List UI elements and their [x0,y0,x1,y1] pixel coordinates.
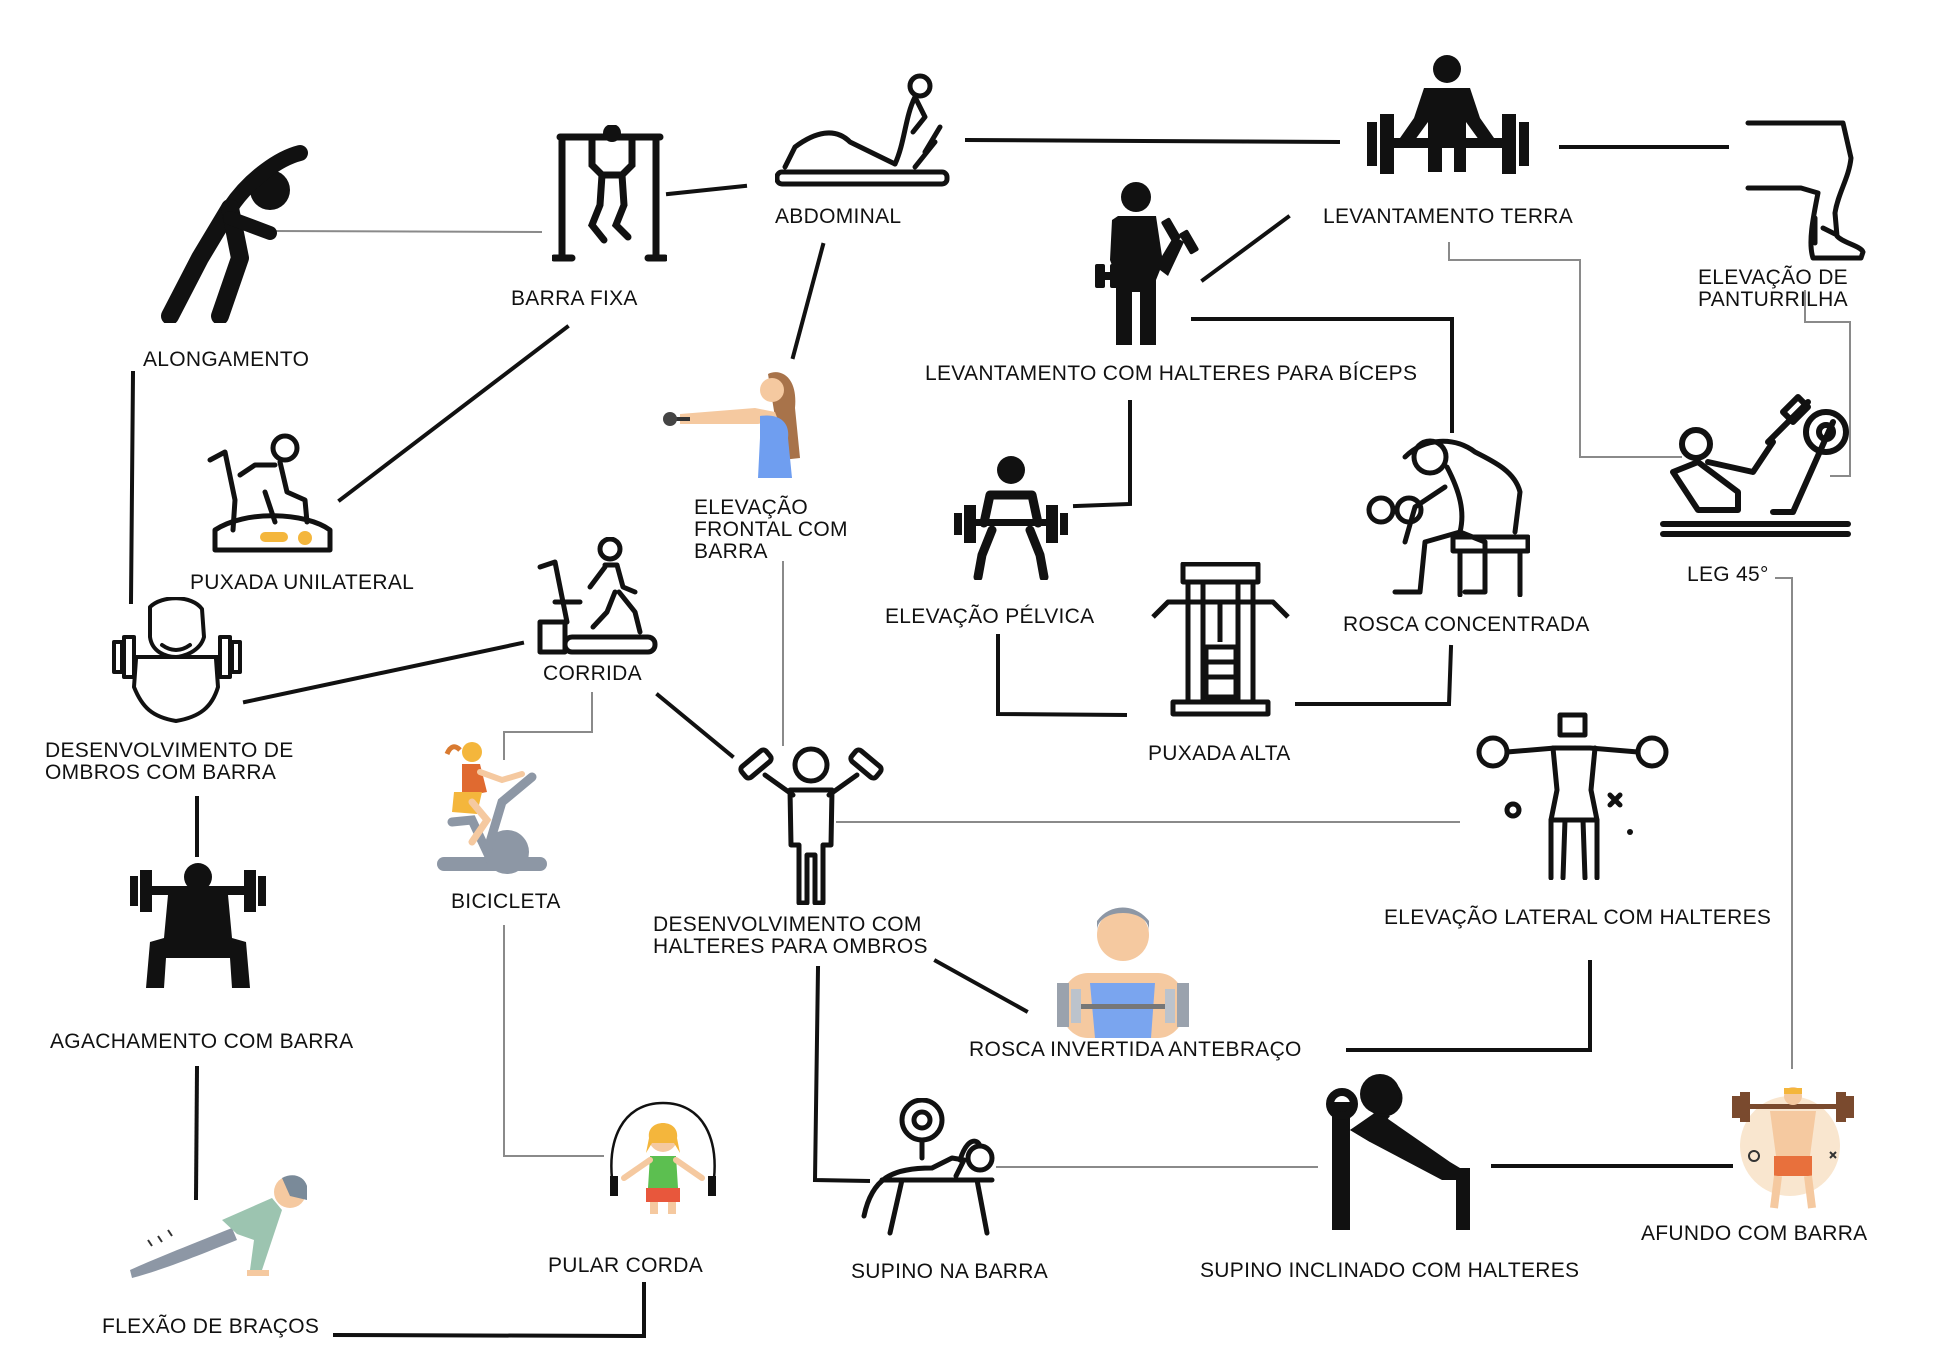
label-leg-45: LEG 45° [1687,563,1769,586]
lunge-barbell-icon [1730,1086,1856,1212]
thin-connector [503,925,604,1157]
shoulder-press-barbell-icon [112,597,242,723]
treadmill-icon [535,537,660,657]
label-supino-inclinado: SUPINO INCLINADO COM HALTERES [1200,1259,1580,1282]
connector [332,1282,646,1339]
label-corrida: CORRIDA [543,662,642,685]
connector [1191,317,1454,433]
connector [242,640,525,705]
exercise-bike-icon [432,742,552,877]
label-afundo-barra: AFUNDO COM BARRA [1641,1222,1868,1245]
lateral-raise-icon [1475,710,1670,880]
label-puxada-alta: PUXADA ALTA [1148,742,1291,765]
connector [1346,960,1592,1052]
label-supino-barra: SUPINO NA BARRA [851,1260,1049,1283]
connector [790,242,826,360]
dumbbell-press-icon [735,735,887,905]
label-pular-corda: PULAR CORDA [548,1254,703,1277]
thin-connector [503,692,593,760]
squat-icon [128,862,268,994]
leg-press-icon [1658,382,1853,540]
lat-pulldown-machine-icon [1148,562,1293,717]
label-puxada-unilateral: PUXADA UNILATERAL [190,571,415,594]
sit-up-icon [775,72,950,190]
label-flexao-bracos: FLEXÃO DE BRAÇOS [102,1315,320,1338]
connector [665,183,748,197]
connector [193,1065,200,1201]
incline-press-icon [1320,1072,1475,1232]
label-elevacao-frontal-barra: ELEVAÇÃO FRONTAL COM BARRA [694,496,848,563]
label-levantamento-halteres-biceps: LEVANTAMENTO COM HALTERES PARA BÍCEPS [925,362,1418,385]
connector [128,370,136,605]
label-agachamento-barra: AGACHAMENTO COM BARRA [50,1030,354,1053]
deadlift-icon [1362,52,1532,192]
connector [1295,644,1454,706]
connector [812,965,871,1184]
label-rosca-invertida: ROSCA INVERTIDA ANTEBRAÇO [969,1038,1302,1061]
label-desenvolvimento-ombros-barra: DESENVOLVIMENTO DE OMBROS COM BARRA [45,739,294,784]
label-elevacao-pelvica: ELEVAÇÃO PÉLVICA [885,605,1095,628]
thin-connector [1775,577,1793,1069]
connector [996,634,1128,718]
dumbbell-curl-icon [1090,180,1202,345]
stretching-icon [160,138,310,323]
concentration-curl-icon [1365,432,1530,597]
label-bicicleta: BICICLETA [451,890,561,913]
thin-connector [1448,242,1682,458]
label-abdominal: ABDOMINAL [775,205,902,228]
label-desenvolvimento-halteres-ombros: DESENVOLVIMENTO COM HALTERES PARA OMBROS [653,913,928,958]
barbell-lift-icon [952,455,1070,580]
rowing-machine-icon [205,430,335,558]
reverse-curl-icon [1055,903,1190,1038]
connector [1200,214,1291,283]
bench-press-icon [852,1098,1002,1240]
pull-up-bar-icon [552,125,667,265]
label-barra-fixa: BARRA FIXA [511,287,638,310]
label-elevacao-lateral-halteres: ELEVAÇÃO LATERAL COM HALTERES [1384,906,1772,929]
connector [933,958,1029,1014]
label-alongamento: ALONGAMENTO [143,348,310,371]
thin-connector [270,230,543,233]
label-rosca-concentrada: ROSCA CONCENTRADA [1343,613,1590,636]
label-elevacao-panturrilha: ELEVAÇÃO DE PANTURRILHA [1698,266,1848,311]
push-up-icon [122,1170,307,1280]
thin-connector [1804,290,1851,477]
calf-raise-icon [1743,118,1871,263]
front-raise-icon [660,368,808,478]
label-levantamento-terra: LEVANTAMENTO TERRA [1323,205,1574,228]
connector [964,137,1341,145]
connector [337,324,570,503]
jump-rope-icon [604,1098,722,1218]
connector [655,692,735,759]
connector [1072,400,1132,509]
